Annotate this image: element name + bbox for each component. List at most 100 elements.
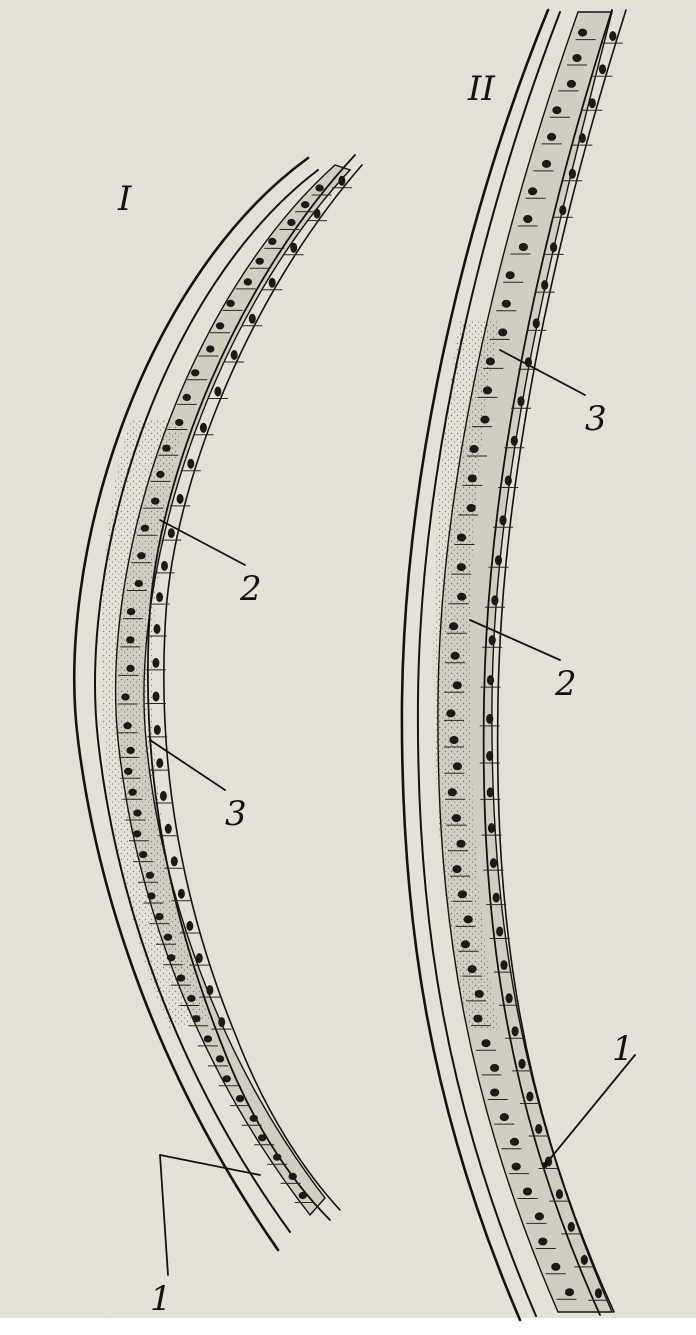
cell-nucleus bbox=[565, 1288, 574, 1296]
cell-nucleus bbox=[559, 205, 566, 215]
cell-nucleus bbox=[214, 387, 221, 397]
cell-nucleus bbox=[135, 580, 143, 587]
cell-nucleus bbox=[552, 106, 561, 114]
cell-nucleus bbox=[449, 736, 458, 744]
cell-nucleus bbox=[187, 995, 195, 1002]
cell-nucleus bbox=[496, 927, 503, 937]
cell-nucleus bbox=[186, 921, 193, 931]
cell-nucleus bbox=[464, 915, 473, 923]
cell-nucleus bbox=[500, 1113, 509, 1121]
cell-nucleus bbox=[457, 534, 466, 542]
cell-nucleus bbox=[523, 1188, 532, 1196]
cell-nucleus bbox=[155, 913, 163, 920]
cell-nucleus bbox=[177, 494, 184, 504]
cell-nucleus bbox=[226, 300, 234, 307]
panel-i-callout-1: 1 bbox=[150, 1279, 172, 1319]
cell-nucleus bbox=[490, 1089, 499, 1097]
cell-nucleus bbox=[287, 219, 295, 226]
cell-nucleus bbox=[535, 1212, 544, 1220]
cell-nucleus bbox=[578, 29, 587, 37]
cell-nucleus bbox=[453, 681, 462, 689]
cell-nucleus bbox=[493, 893, 500, 903]
cell-nucleus bbox=[502, 300, 511, 308]
cell-nucleus bbox=[500, 960, 507, 970]
cell-nucleus bbox=[526, 1092, 533, 1102]
cell-nucleus bbox=[216, 322, 224, 329]
cell-nucleus bbox=[489, 635, 496, 645]
cell-nucleus bbox=[506, 271, 515, 279]
cell-nucleus bbox=[139, 851, 147, 858]
cell-nucleus bbox=[490, 858, 497, 868]
cell-nucleus bbox=[121, 693, 129, 700]
cell-nucleus bbox=[468, 474, 477, 482]
cell-nucleus bbox=[301, 201, 309, 208]
cell-nucleus bbox=[126, 665, 134, 672]
cell-nucleus bbox=[162, 445, 170, 452]
cell-nucleus bbox=[456, 840, 465, 848]
cell-nucleus bbox=[146, 872, 154, 879]
cell-nucleus bbox=[165, 824, 172, 834]
cell-nucleus bbox=[141, 525, 149, 532]
cell-nucleus bbox=[481, 1039, 490, 1047]
cell-nucleus bbox=[156, 471, 164, 478]
cell-nucleus bbox=[168, 528, 175, 538]
cell-nucleus bbox=[572, 54, 581, 62]
cell-nucleus bbox=[457, 563, 466, 571]
cell-nucleus bbox=[595, 1288, 602, 1298]
cell-nucleus bbox=[488, 823, 495, 833]
cell-nucleus bbox=[487, 787, 494, 797]
cell-nucleus bbox=[491, 595, 498, 605]
cell-nucleus bbox=[511, 1026, 518, 1036]
panel-ii-label: II bbox=[467, 69, 495, 109]
cell-nucleus bbox=[495, 555, 502, 565]
cell-nucleus bbox=[542, 160, 551, 168]
cell-nucleus bbox=[123, 722, 131, 729]
cell-nucleus bbox=[200, 423, 207, 433]
cell-nucleus bbox=[511, 436, 518, 446]
cell-nucleus bbox=[161, 561, 168, 571]
cell-nucleus bbox=[551, 1263, 560, 1271]
photo-bottom-edge bbox=[0, 1318, 696, 1335]
cell-nucleus bbox=[550, 242, 557, 252]
cell-nucleus bbox=[568, 1222, 575, 1232]
cell-nucleus bbox=[258, 1134, 266, 1141]
cell-nucleus bbox=[126, 747, 134, 754]
cell-nucleus bbox=[151, 498, 159, 505]
cell-nucleus bbox=[216, 1055, 224, 1062]
cell-nucleus bbox=[457, 593, 466, 601]
cell-nucleus bbox=[183, 394, 191, 401]
cell-nucleus bbox=[512, 1163, 521, 1171]
cell-nucleus bbox=[175, 419, 183, 426]
cell-nucleus bbox=[499, 515, 506, 525]
cell-nucleus bbox=[510, 1138, 519, 1146]
cell-nucleus bbox=[126, 636, 134, 643]
cell-nucleus bbox=[218, 1017, 225, 1027]
cell-nucleus bbox=[538, 1238, 547, 1246]
cell-nucleus bbox=[268, 238, 276, 245]
cell-nucleus bbox=[154, 725, 161, 735]
cell-nucleus bbox=[533, 318, 540, 328]
cell-nucleus bbox=[579, 133, 586, 143]
cell-nucleus bbox=[315, 184, 323, 191]
cell-nucleus bbox=[314, 209, 321, 219]
cell-nucleus bbox=[567, 80, 576, 88]
cell-nucleus bbox=[448, 788, 457, 796]
cell-nucleus bbox=[156, 592, 163, 602]
cell-nucleus bbox=[133, 809, 141, 816]
cell-nucleus bbox=[250, 1115, 258, 1122]
cell-nucleus bbox=[483, 386, 492, 394]
panel-i-callout-2: 2 bbox=[239, 569, 262, 609]
cell-nucleus bbox=[192, 1015, 200, 1022]
cell-nucleus bbox=[256, 258, 264, 265]
cell-nucleus bbox=[486, 357, 495, 365]
cell-nucleus bbox=[164, 934, 172, 941]
cell-nucleus bbox=[452, 814, 461, 822]
cell-nucleus bbox=[206, 345, 214, 352]
cell-nucleus bbox=[453, 762, 462, 770]
cell-nucleus bbox=[191, 369, 199, 376]
cell-nucleus bbox=[451, 652, 460, 660]
cell-nucleus bbox=[446, 709, 455, 717]
cell-nucleus bbox=[541, 280, 548, 290]
cell-nucleus bbox=[506, 993, 513, 1003]
cell-nucleus bbox=[124, 768, 132, 775]
